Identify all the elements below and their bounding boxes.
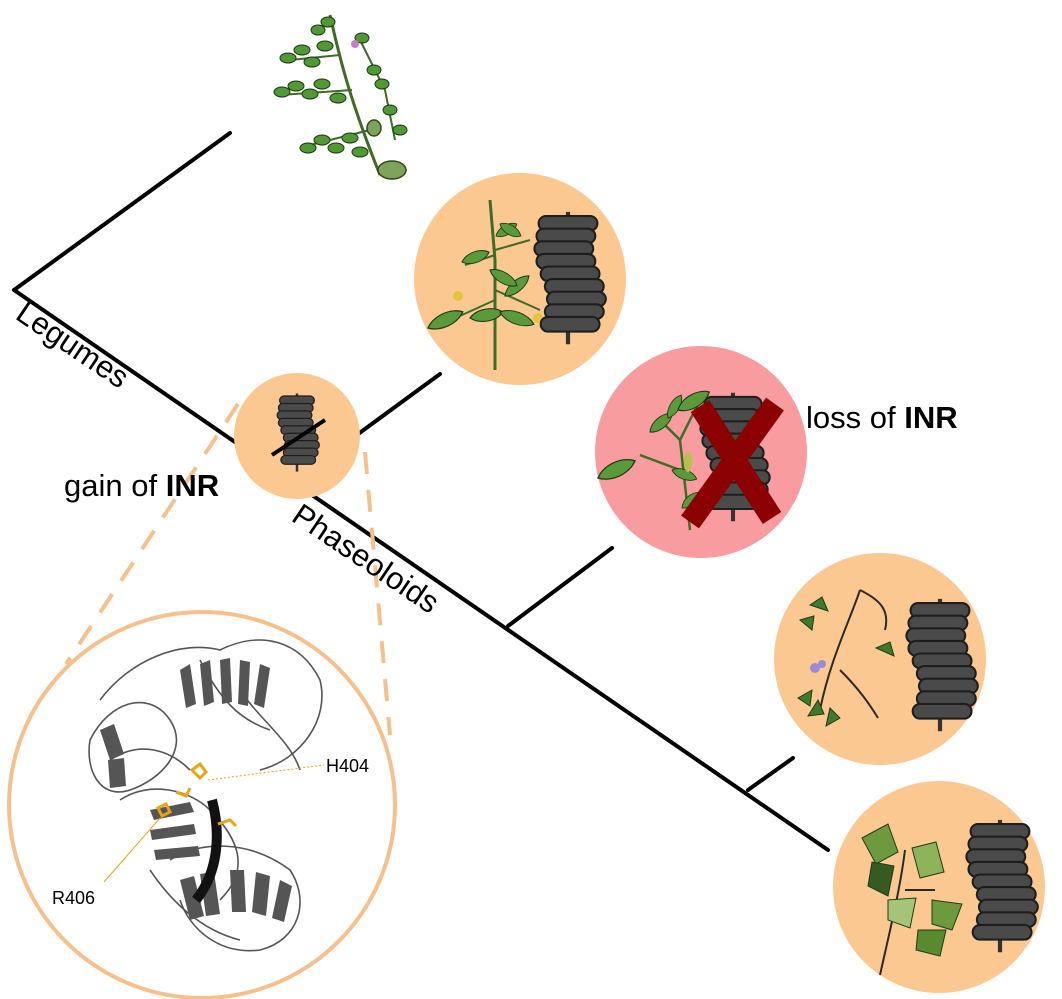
gain-prefix: gain of <box>64 468 166 503</box>
branch-to-species-3 <box>506 546 614 628</box>
coiled-receptor-icon <box>534 212 605 344</box>
highlighted-helix <box>191 798 222 904</box>
zoom-outline <box>7 610 397 999</box>
legume-plant-icon <box>273 14 408 180</box>
loss-gene: INR <box>904 400 957 435</box>
h404-leader-line <box>207 764 325 781</box>
branch-root-to-outgroup <box>12 131 232 292</box>
lost-inr-circle <box>595 346 807 558</box>
species-5 <box>833 781 1045 993</box>
legume-plant-icon <box>797 589 895 727</box>
species-2 <box>414 173 626 385</box>
gain-gene: INR <box>166 468 219 503</box>
branch-to-species-4 <box>746 756 795 792</box>
protein-structure-inset: H404 R406 <box>7 610 397 999</box>
red-x-icon <box>681 397 784 529</box>
clade-label-phaseoloids: Phaseoloids <box>286 497 446 620</box>
coiled-receptor-icon <box>966 820 1037 952</box>
loss-label: loss of INR <box>806 400 958 435</box>
gain-node <box>234 373 360 499</box>
species-4 <box>774 553 986 765</box>
species-3 <box>594 346 807 558</box>
gain-label: gain of INR <box>64 468 219 503</box>
coiled-receptor-icon <box>275 392 321 473</box>
zoom-cone <box>64 402 392 736</box>
residue-label-h404: H404 <box>326 756 369 776</box>
loss-prefix: loss of <box>806 400 904 435</box>
branch-backbone <box>12 288 830 852</box>
r406-leader-line <box>103 817 161 883</box>
coiled-receptor-icon <box>906 599 977 731</box>
clade-label-legumes: Legumes <box>10 295 135 395</box>
legume-plant-icon <box>861 823 963 976</box>
residue-sticks <box>155 761 238 828</box>
residue-label-r406: R406 <box>52 888 95 908</box>
legume-plant-icon <box>424 199 543 370</box>
